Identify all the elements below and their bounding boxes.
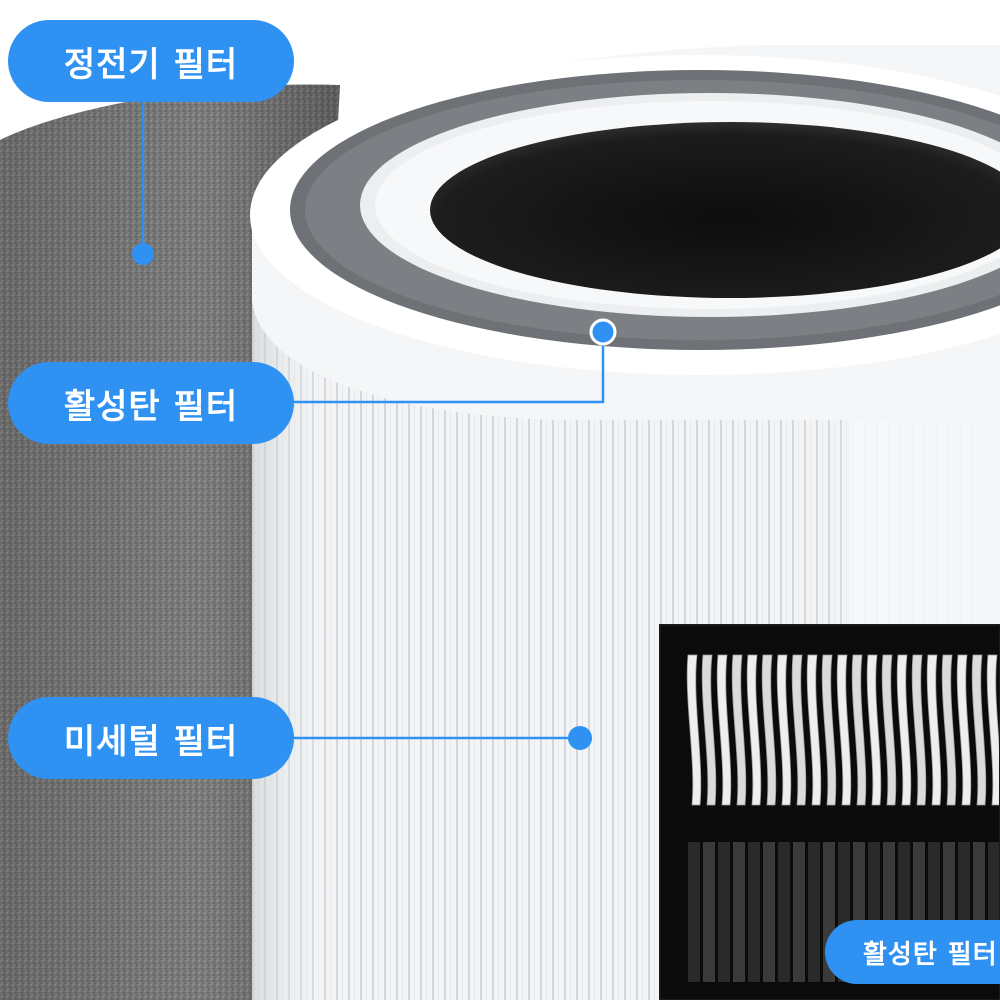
inset-carbon-label: 활성탄 필터 <box>825 920 1000 984</box>
dust-filter-label: 미세털 필터 <box>8 697 294 779</box>
inset-pleat <box>956 654 972 806</box>
inset-carbon-strip <box>718 842 730 982</box>
inset-carbon-strip <box>793 842 805 982</box>
inset-carbon-strip <box>763 842 775 982</box>
inset-pleat <box>986 654 1000 806</box>
inset-pleat <box>746 654 762 806</box>
inset-carbon-strip <box>778 842 790 982</box>
inset-pleat <box>701 654 717 806</box>
inset-carbon-strip <box>688 842 700 982</box>
inset-pleat <box>761 654 777 806</box>
electrostatic-marker-dot <box>132 243 154 265</box>
carbon-marker-dot <box>589 318 617 346</box>
inset-pleat <box>926 654 942 806</box>
inset-carbon-text: 활성탄 필터 <box>863 939 998 970</box>
inset-pleat <box>881 654 897 806</box>
inset-pleat <box>911 654 927 806</box>
filter-cylinder <box>250 45 1000 1000</box>
carbon-filter-label: 활성탄 필터 <box>8 362 294 444</box>
carbon-filter-text: 활성탄 필터 <box>63 386 239 427</box>
dust-marker-dot <box>568 726 592 750</box>
dust-filter-text: 미세털 필터 <box>63 721 239 762</box>
leader-lines <box>132 100 617 750</box>
inset-pleat <box>806 654 822 806</box>
inset-carbon-strip <box>733 842 745 982</box>
inset-pleat <box>731 654 747 806</box>
inset-carbon-strip <box>748 842 760 982</box>
inset-pleat <box>851 654 867 806</box>
inset-pleat <box>866 654 882 806</box>
electrostatic-filter-text: 정전기 필터 <box>63 44 239 85</box>
inset-pleat <box>836 654 852 806</box>
inset-pleat <box>821 654 837 806</box>
inset-pleat <box>791 654 807 806</box>
inset-pleat <box>776 654 792 806</box>
inset-frame <box>659 624 1000 1000</box>
inset-pleat <box>716 654 732 806</box>
inset-pleat <box>686 654 702 806</box>
inset-pleat <box>896 654 912 806</box>
inset-carbon-strip <box>808 842 820 982</box>
inset-pleat-layer <box>686 654 1000 806</box>
inset-pleat <box>941 654 957 806</box>
inset-carbon-strip <box>703 842 715 982</box>
inset-pleat <box>971 654 987 806</box>
electrostatic-filter-label: 정전기 필터 <box>8 20 294 102</box>
